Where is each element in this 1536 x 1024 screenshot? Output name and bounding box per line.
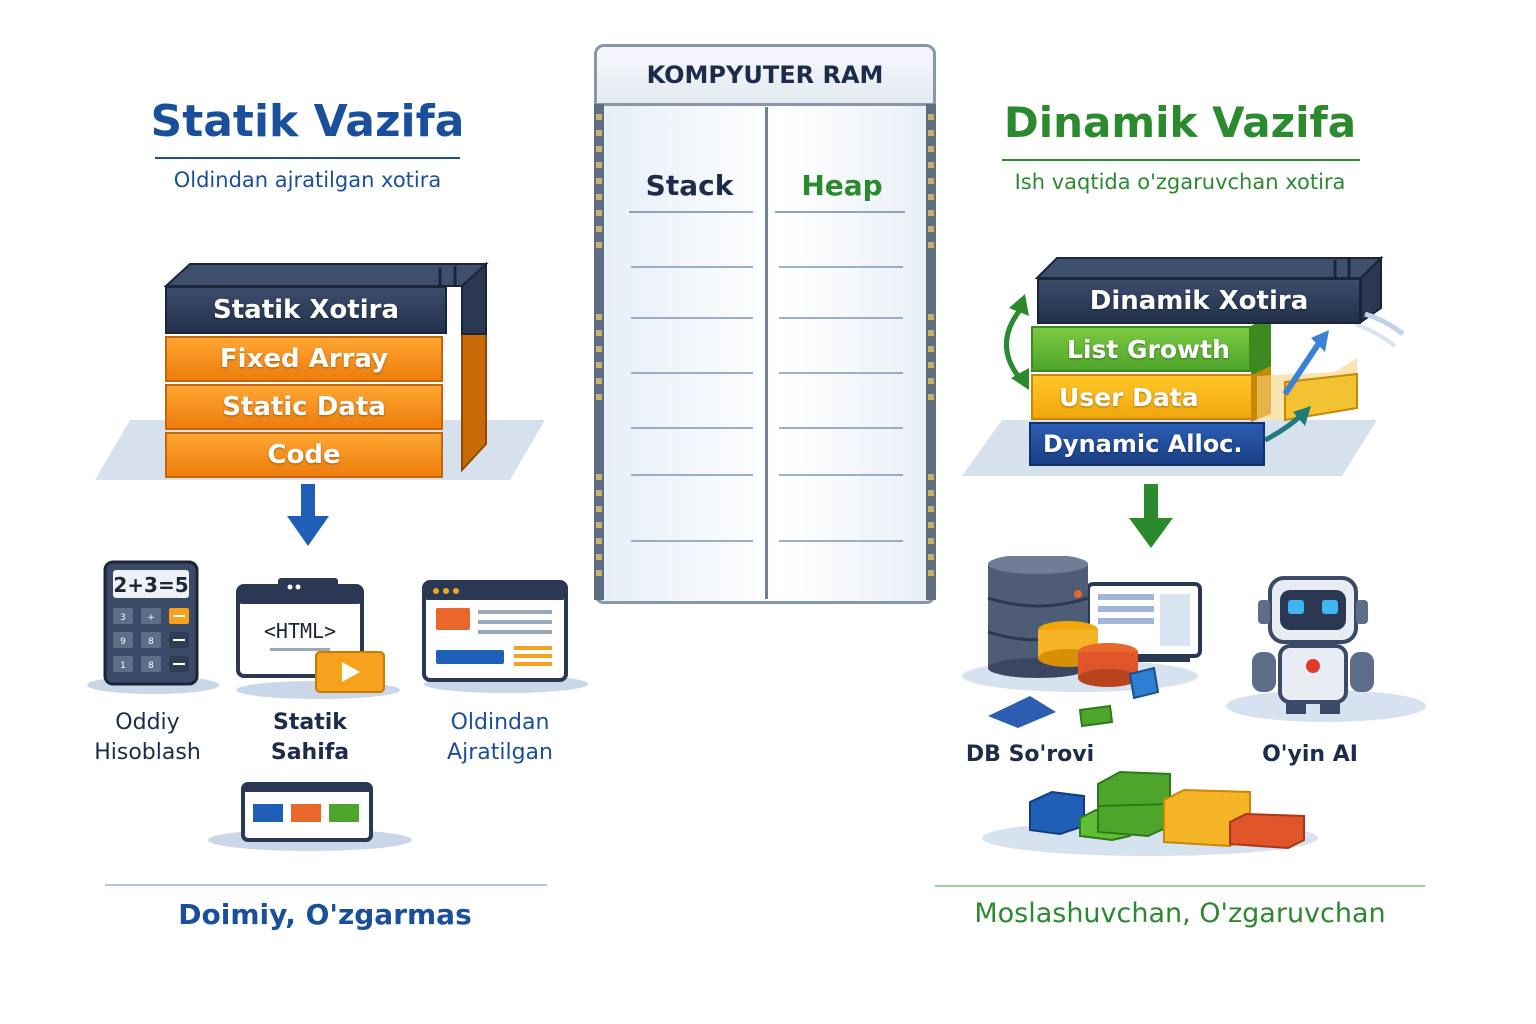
dynamic-title: Dinamik Vazifa (1003, 98, 1357, 147)
fixed-array-layer: Fixed Array (165, 336, 443, 382)
ram-divider (765, 107, 768, 599)
html-tag-text: <HTML> (264, 619, 336, 643)
game-ai-robot-icon (1226, 576, 1426, 722)
static-subtitle: Oldindan ajratilgan xotira (173, 168, 442, 192)
static-memory-layer: Statik Xotira (165, 286, 447, 334)
memory-blocks-icon (982, 770, 1318, 856)
user-data-layer: User Data (1031, 374, 1253, 420)
example-db-query: DB So'rovi (965, 742, 1095, 767)
calculator-icon: 2+3=5 3 + 9 8 1 8 (87, 560, 219, 694)
ui-panel-icon (208, 782, 412, 851)
ram-title: KOMPYUTER RAM (597, 47, 933, 106)
svg-text:8: 8 (148, 637, 154, 647)
svg-text:8: 8 (148, 661, 154, 671)
list-growth-layer: List Growth (1031, 326, 1251, 372)
svg-text:+: + (147, 613, 155, 623)
svg-text:3: 3 (120, 613, 126, 623)
dynamic-footer-rule (935, 885, 1425, 887)
ram-module: KOMPYUTER RAM Stack Heap (594, 44, 936, 604)
heap-column-label: Heap (801, 169, 883, 202)
database-query-icon (962, 556, 1202, 728)
dynamic-footer: Moslashuvchan, O'zgaruvchan (974, 898, 1386, 929)
browser-window-icon (422, 580, 588, 693)
ram-left-pins (594, 104, 604, 600)
dynamic-memory-layer: Dinamik Xotira (1037, 278, 1361, 324)
ram-right-pins (926, 104, 936, 600)
static-footer: Doimiy, O'zgarmas (178, 898, 472, 931)
example-game-ai: O'yin AI (1262, 742, 1358, 767)
static-data-layer: Static Data (165, 384, 443, 430)
static-down-arrow-icon (287, 484, 329, 546)
static-title-rule (155, 157, 460, 159)
code-layer: Code (165, 432, 443, 478)
static-stack-depth (163, 261, 489, 473)
dynamic-down-arrow-icon (1129, 484, 1173, 548)
static-footer-rule (105, 884, 547, 886)
ram-slot-lines (631, 266, 903, 542)
calc-display-text: 2+3=5 (113, 573, 188, 597)
dynamic-stack-depth (1004, 255, 1405, 443)
dynamic-title-rule (1002, 159, 1360, 161)
svg-text:1: 1 (120, 661, 126, 671)
static-title: Statik Vazifa (150, 96, 465, 147)
dynamic-alloc-layer: Dynamic Alloc. (1029, 422, 1265, 466)
dynamic-subtitle: Ish vaqtida o'zgaruvchan xotira (1014, 170, 1346, 194)
svg-text:9: 9 (120, 637, 126, 647)
stack-column-label: Stack (645, 169, 734, 202)
html-page-icon: <HTML> (236, 578, 400, 699)
